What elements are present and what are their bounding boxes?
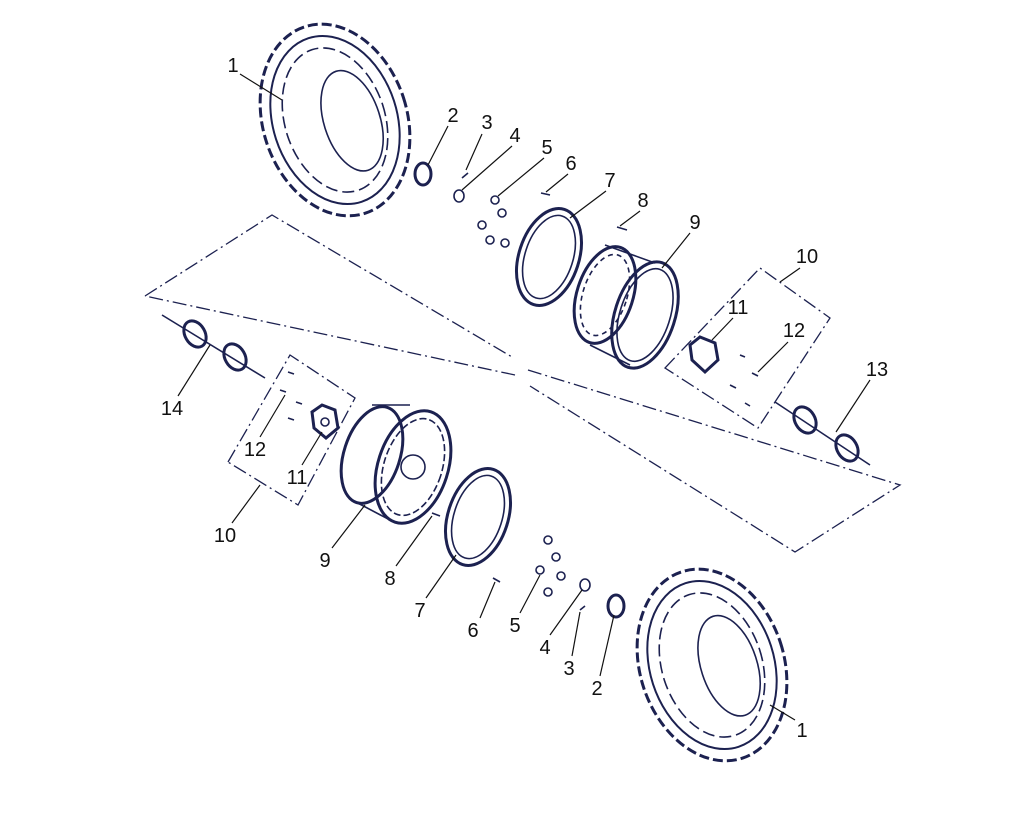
- rim-top: [572, 244, 680, 370]
- callout-beadlock-ring: 7: [414, 600, 425, 622]
- callout-axle-nut: 4: [509, 125, 520, 147]
- beadlock-ring-top: [515, 207, 583, 307]
- callout-hub-assembly: 10: [796, 246, 818, 268]
- callout-hub: 11: [728, 297, 749, 319]
- tire-bottom: [635, 567, 789, 763]
- callout-valve: 8: [637, 190, 648, 212]
- top-hardware: [413, 161, 628, 248]
- callout-hub-cap: 2: [591, 678, 602, 700]
- rim-bottom: [339, 404, 453, 525]
- hub-right: [688, 335, 759, 407]
- callout-tire: 1: [227, 55, 238, 77]
- callout-rim: 9: [319, 550, 330, 572]
- drive-axle-right: [774, 401, 871, 466]
- callout-valve: 8: [384, 568, 395, 590]
- callout-cotter-pin: 3: [481, 112, 492, 134]
- callout-bolt: 6: [565, 153, 576, 175]
- callout-lug-nut: 5: [509, 615, 520, 637]
- callout-rim: 9: [689, 212, 700, 234]
- callout-axle-right: 13: [866, 359, 888, 381]
- callouts-bottom: 14 12 11 10 9 8 7 6 5 4 3 2 1: [161, 398, 808, 742]
- callout-stud: 12: [783, 320, 805, 342]
- hub-group-frame-right: [663, 267, 831, 429]
- callout-hub-cap: 2: [447, 105, 458, 127]
- callout-axle-left: 14: [161, 398, 183, 420]
- hub-left: [279, 371, 340, 440]
- callout-stud: 12: [244, 439, 266, 461]
- callout-cotter-pin: 3: [563, 658, 574, 680]
- callout-axle-nut: 4: [539, 637, 550, 659]
- callout-bolt: 6: [467, 620, 478, 642]
- leader-lines: [177, 73, 871, 721]
- hub-group-frame-left: [227, 354, 356, 506]
- callout-beadlock-ring: 7: [604, 170, 615, 192]
- tire-top: [258, 22, 412, 218]
- callout-tire: 1: [796, 720, 807, 742]
- beadlock-ring-bottom: [444, 467, 512, 567]
- callout-hub-assembly: 10: [214, 525, 236, 547]
- drive-axle-left: [161, 314, 266, 379]
- callouts-top: 1 2 3 4 5 6 7 8 9 10 11 12 13: [227, 55, 888, 381]
- assembly-frame-lower: [144, 295, 902, 553]
- callout-hub: 11: [287, 467, 308, 489]
- bottom-hardware: [431, 512, 626, 619]
- assembly-frame: [144, 214, 513, 358]
- callout-lug-nut: 5: [541, 137, 552, 159]
